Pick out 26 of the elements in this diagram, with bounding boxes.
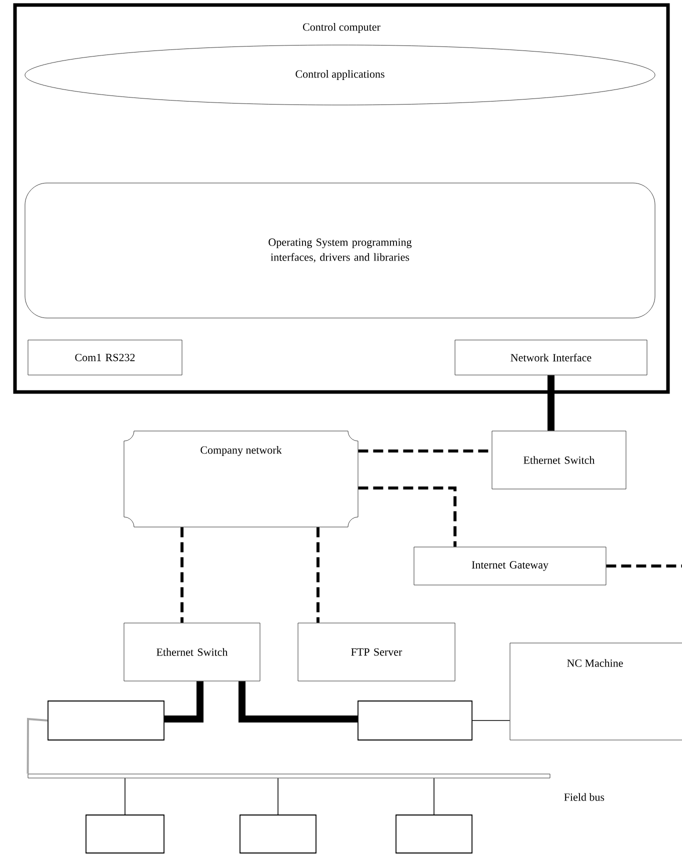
connector-line: [606, 564, 682, 568]
connector-line: [548, 375, 554, 431]
connector-line: [124, 778, 126, 815]
device-box: [86, 814, 164, 854]
server-box: FTP Server: [298, 622, 456, 682]
controller-box: [358, 700, 472, 740]
switch-box: Ethernet Switch: [124, 622, 260, 682]
connector-line: [164, 681, 204, 722]
port-box: Com1 RS232: [28, 340, 182, 376]
port-box: Network Interface: [454, 340, 648, 376]
switch-box: Ethernet Switch: [492, 430, 626, 490]
connector-line: [472, 720, 510, 721]
connector-line: [358, 486, 456, 547]
machine-box: NC Machine: [510, 642, 682, 740]
connector-line: [26, 718, 48, 774]
connector-line: [238, 681, 358, 722]
network-box: Company network: [124, 430, 358, 528]
field-bus: [28, 774, 550, 778]
controller-box: [48, 700, 164, 740]
device-box: [396, 814, 472, 854]
gateway-box: Internet Gateway: [414, 546, 606, 586]
device-box: [240, 814, 316, 854]
bus-label: Field bus: [564, 793, 604, 801]
connector-line: [316, 527, 320, 623]
connector-line: [180, 527, 184, 623]
software-layer-box: Operating System programming interfaces, drivers and libraries: [24, 182, 656, 318]
